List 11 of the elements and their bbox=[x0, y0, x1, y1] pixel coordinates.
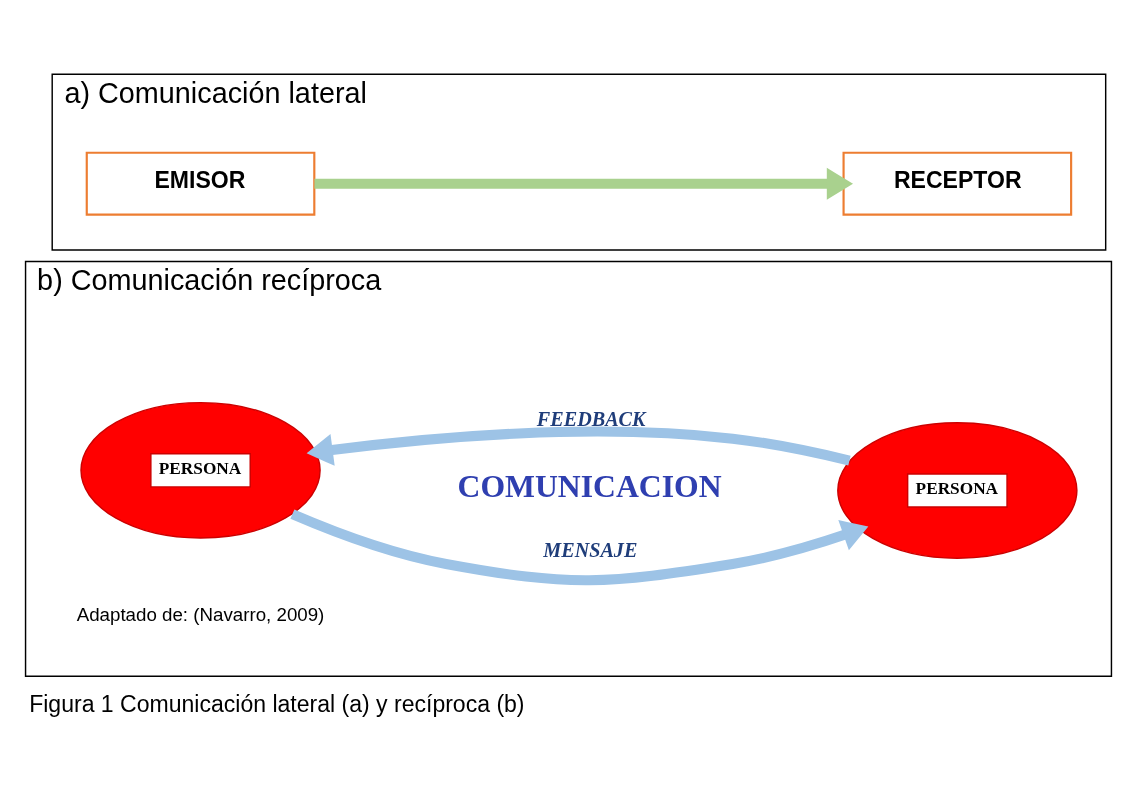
arrow bbox=[290, 508, 869, 585]
arrow bbox=[306, 426, 851, 466]
edge-label: MENSAJE bbox=[543, 538, 638, 561]
node-ellipse: PERSONA bbox=[80, 401, 321, 539]
node-box: RECEPTOR bbox=[842, 151, 1073, 216]
edge-label: FEEDBACK bbox=[536, 407, 646, 430]
caption: Figura 1 Comunicación lateral (a) y recíproca (b) bbox=[29, 690, 525, 717]
label: COMUNICACION bbox=[457, 468, 722, 504]
label: Adaptado de: (Navarro, 2009) bbox=[76, 603, 325, 625]
arrow bbox=[314, 167, 854, 200]
node-box: EMISOR bbox=[85, 151, 316, 216]
